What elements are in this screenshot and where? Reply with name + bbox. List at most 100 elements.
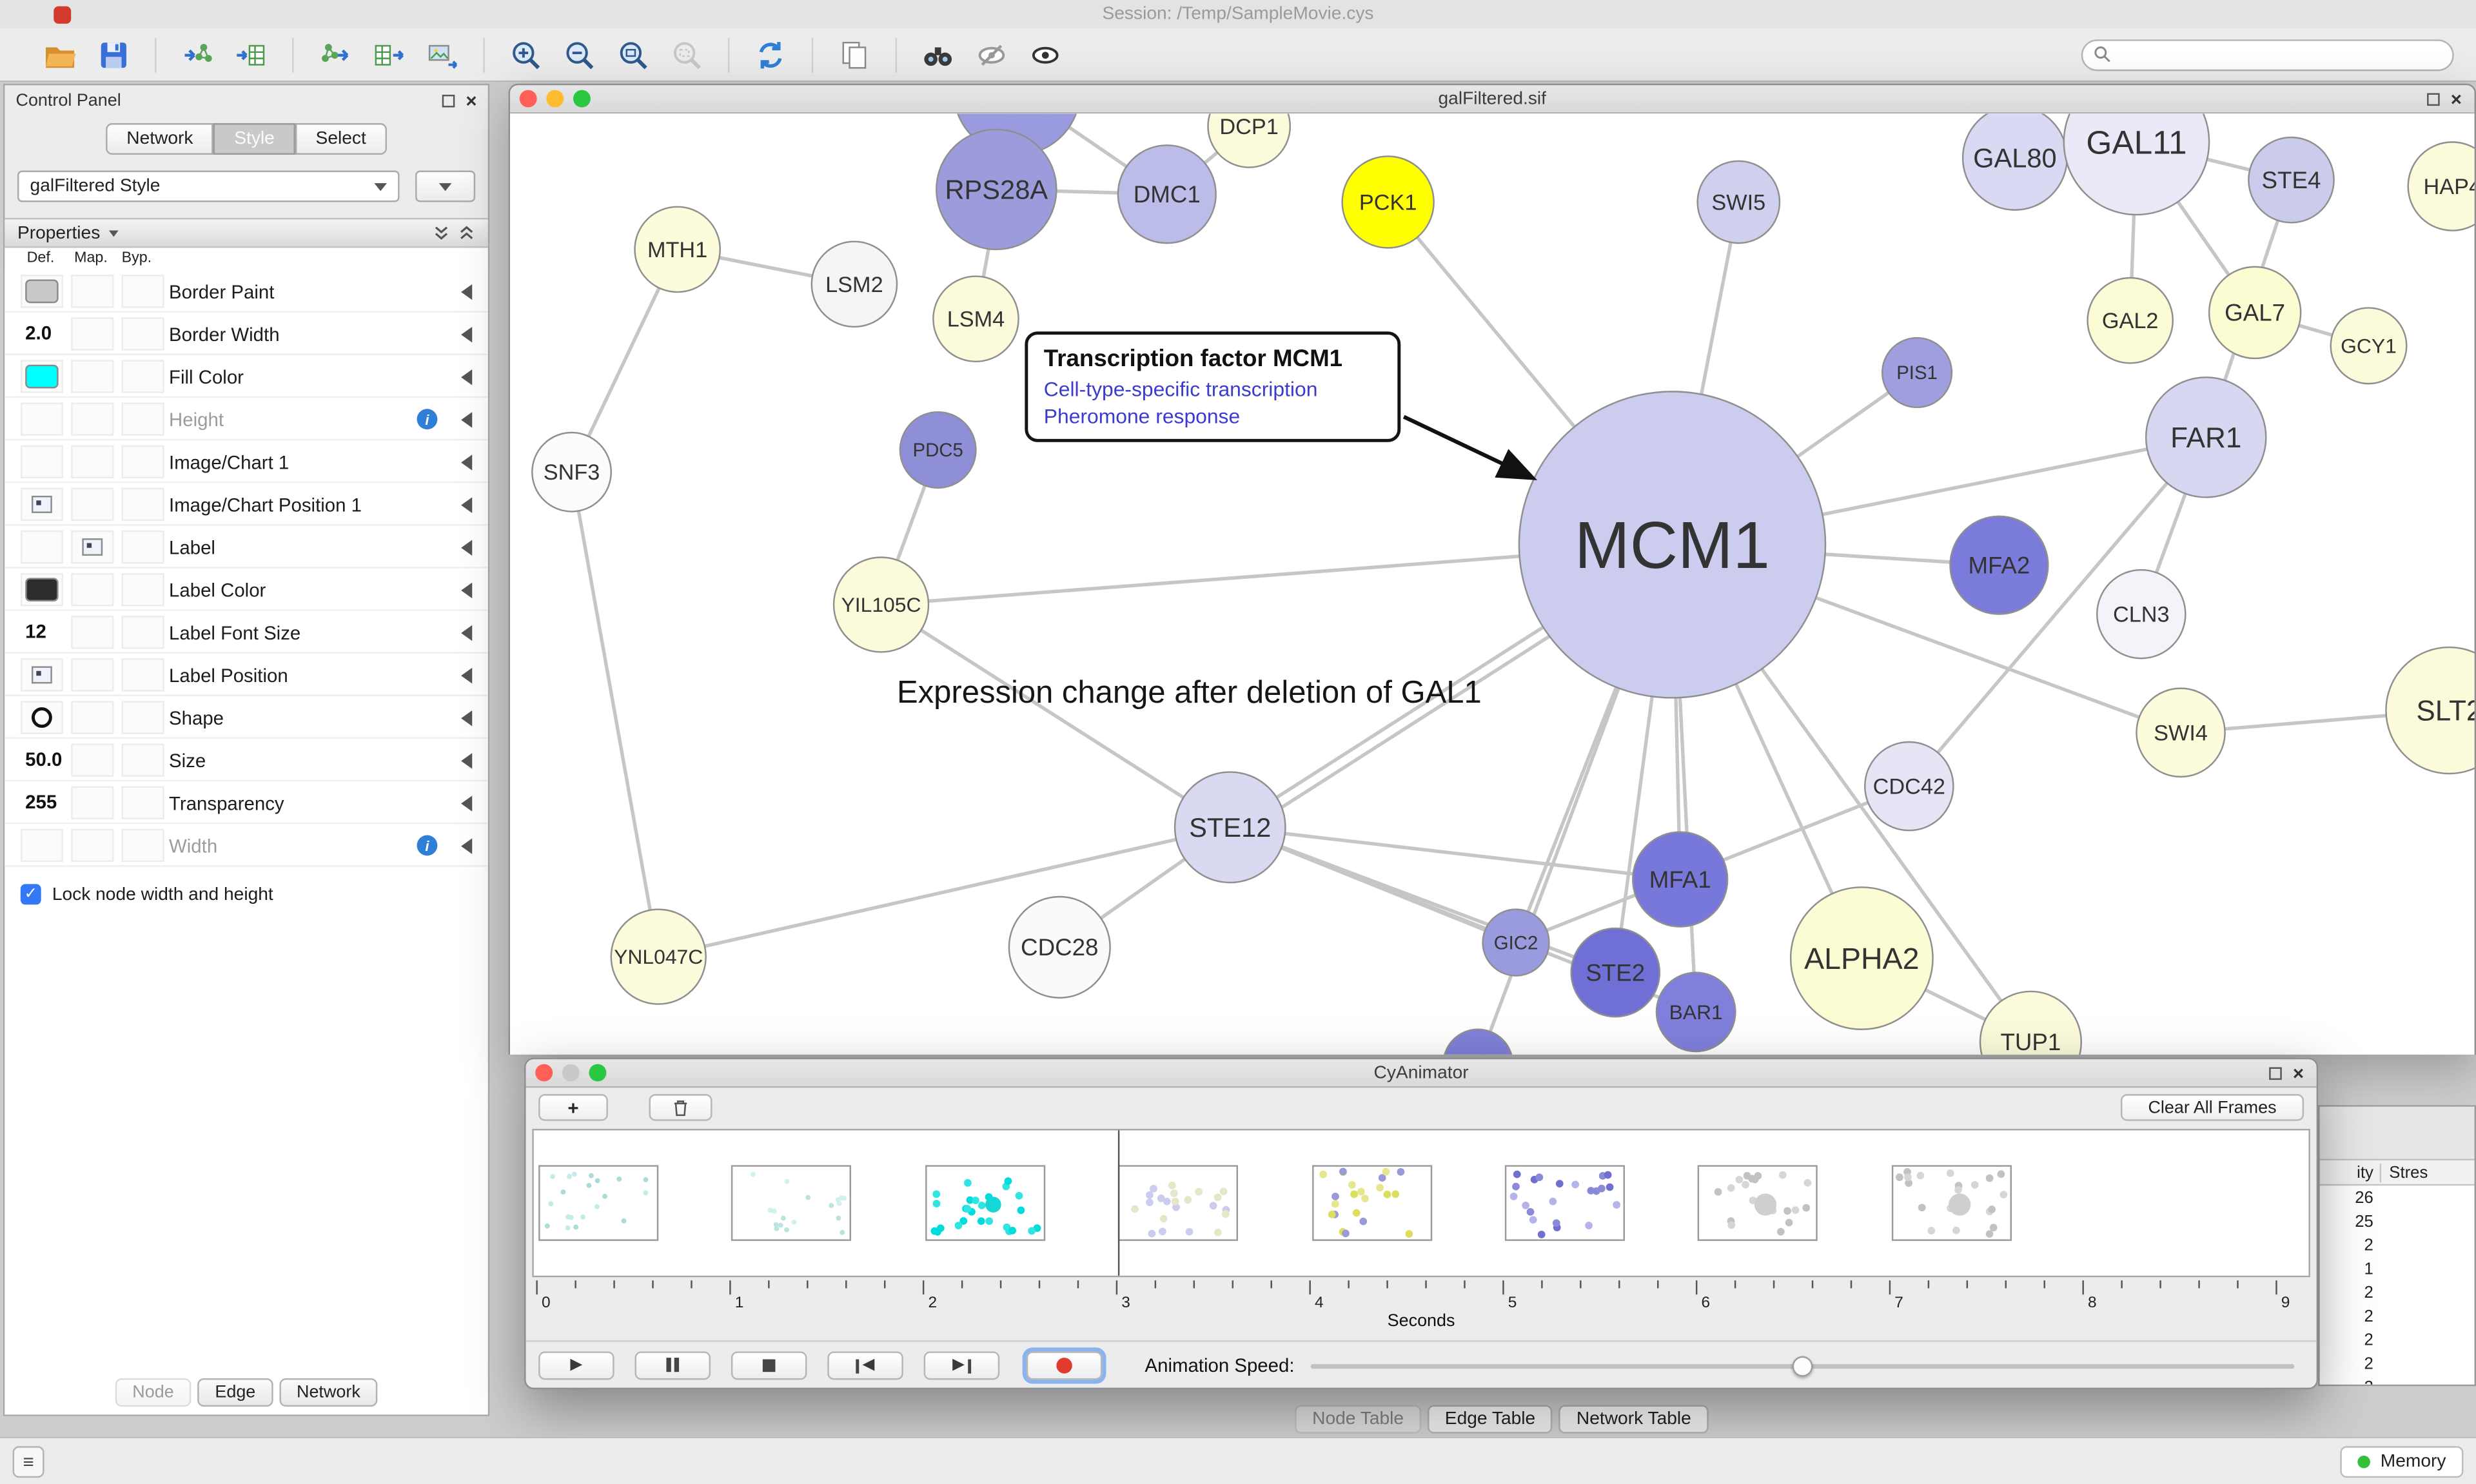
network-node-DCP1[interactable] <box>1207 113 1292 168</box>
expand-property-icon[interactable] <box>461 710 473 727</box>
bypass-cell[interactable] <box>121 275 164 308</box>
network-node-LSM4[interactable] <box>932 275 1019 363</box>
zoom-fit-icon[interactable] <box>611 32 656 77</box>
next-frame-button[interactable]: ▶ <box>923 1351 1000 1380</box>
zoom-out-icon[interactable] <box>557 32 602 77</box>
network-edge[interactable] <box>1230 825 1681 881</box>
style-property-row[interactable]: Image/Chart Position 1 <box>5 483 488 526</box>
network-node-CDC28[interactable] <box>1008 895 1111 999</box>
network-node-CLN3[interactable] <box>2096 569 2186 659</box>
tab-edge-table[interactable]: Edge Table <box>1427 1405 1553 1434</box>
zoom-window-icon[interactable] <box>573 90 591 108</box>
hide-eye-icon[interactable] <box>970 32 1014 77</box>
network-node-BOT[interactable] <box>1443 1028 1513 1055</box>
close-window-icon[interactable] <box>535 1064 553 1082</box>
style-property-row[interactable]: Image/Chart 1 <box>5 440 488 483</box>
mapping-cell[interactable] <box>71 530 114 564</box>
binoculars-icon[interactable] <box>916 32 960 77</box>
network-node-GCY1[interactable] <box>2330 307 2408 385</box>
network-edge[interactable] <box>569 471 660 957</box>
mapping-cell[interactable] <box>71 743 114 777</box>
table-row[interactable]: 2 <box>2320 1280 2475 1304</box>
bypass-cell[interactable] <box>121 445 164 479</box>
pause-button[interactable] <box>634 1351 711 1380</box>
default-value-cell[interactable] <box>20 360 63 393</box>
lock-checkbox[interactable]: ✓ <box>20 884 41 905</box>
default-value-cell[interactable] <box>20 701 63 734</box>
expand-property-icon[interactable] <box>461 412 473 428</box>
table-row[interactable]: 2 <box>2320 1233 2475 1257</box>
network-node-STE4[interactable] <box>2248 136 2335 224</box>
add-frame-button[interactable]: + <box>538 1094 608 1121</box>
mapping-cell[interactable] <box>71 275 114 308</box>
table-row[interactable]: 25 <box>2320 1209 2475 1233</box>
network-node-SWI5[interactable] <box>1696 160 1781 244</box>
bypass-cell[interactable] <box>121 743 164 777</box>
network-node-HAP4[interactable] <box>2407 141 2475 231</box>
network-node-GIC2[interactable] <box>1482 908 1550 977</box>
table-row[interactable]: 26 <box>2320 1186 2475 1209</box>
annotation-link[interactable]: Pheromone response <box>1043 404 1241 428</box>
float-window-icon[interactable] <box>2269 1066 2282 1079</box>
expand-all-icon[interactable] <box>433 224 450 242</box>
bypass-cell[interactable] <box>121 317 164 351</box>
network-node-SWI4[interactable] <box>2136 687 2226 778</box>
table-row[interactable]: 1 <box>2320 1256 2475 1280</box>
close-panel-icon[interactable]: × <box>466 90 477 112</box>
zoom-selected-icon[interactable] <box>665 32 709 77</box>
refresh-icon[interactable] <box>749 32 793 77</box>
default-value-cell[interactable] <box>20 445 63 479</box>
style-property-row[interactable]: Border Paint <box>5 269 488 313</box>
network-node-PIS1[interactable] <box>1881 337 1953 409</box>
expand-property-icon[interactable] <box>461 326 473 343</box>
expand-property-icon[interactable] <box>461 753 473 769</box>
column-header[interactable]: Stres <box>2379 1162 2475 1182</box>
bypass-cell[interactable] <box>121 530 164 564</box>
tab-style[interactable]: Style <box>213 123 295 155</box>
annotation-link[interactable]: Cell-type-specific transcription <box>1043 377 1318 402</box>
network-edge[interactable] <box>658 825 1231 959</box>
stop-button[interactable] <box>731 1351 807 1380</box>
default-value-cell[interactable] <box>20 275 63 308</box>
network-node-GAL2[interactable] <box>2087 277 2174 364</box>
network-edge[interactable] <box>880 603 1232 829</box>
table-row[interactable]: 2 <box>2320 1304 2475 1328</box>
expand-property-icon[interactable] <box>461 582 473 599</box>
close-view-icon[interactable]: × <box>2450 87 2462 110</box>
style-options-button[interactable] <box>415 170 476 202</box>
network-node-YNL047C[interactable] <box>610 908 707 1005</box>
network-node-PCK1[interactable] <box>1341 155 1435 249</box>
network-node-GAL11[interactable] <box>2063 113 2210 216</box>
tab-node-table[interactable]: Node Table <box>1295 1405 1422 1434</box>
network-node-YIL105C[interactable] <box>832 556 930 653</box>
style-property-row[interactable]: Fill Color <box>5 355 488 398</box>
mapping-cell[interactable] <box>71 786 114 820</box>
copy-icon[interactable] <box>832 32 877 77</box>
slider-thumb[interactable] <box>1792 1356 1813 1377</box>
mapping-cell[interactable] <box>71 402 114 436</box>
mapping-cell[interactable] <box>71 701 114 734</box>
network-node-RPS28A[interactable] <box>936 128 1057 251</box>
default-value-cell[interactable] <box>20 828 63 863</box>
network-node-PDC5[interactable] <box>899 411 977 489</box>
expand-property-icon[interactable] <box>461 369 473 386</box>
float-window-icon[interactable] <box>2427 92 2440 105</box>
style-property-row[interactable]: Label <box>5 525 488 569</box>
network-node-MTH1[interactable] <box>634 206 721 293</box>
bypass-cell[interactable] <box>121 572 164 607</box>
search-input[interactable] <box>2081 39 2454 70</box>
default-value-cell[interactable] <box>20 572 63 607</box>
delete-frame-button[interactable] <box>649 1094 712 1121</box>
timeline[interactable] <box>532 1129 2310 1278</box>
network-node-SLT2[interactable] <box>2385 646 2475 775</box>
network-edge[interactable] <box>1907 436 2208 788</box>
network-window-titlebar[interactable]: galFiltered.sif × <box>510 85 2475 114</box>
animation-speed-slider[interactable] <box>1310 1351 2295 1380</box>
default-value-cell[interactable] <box>20 402 63 436</box>
expand-property-icon[interactable] <box>461 796 473 812</box>
export-table-icon[interactable] <box>366 32 411 77</box>
zoom-window-icon[interactable] <box>589 1064 607 1082</box>
close-view-icon[interactable]: × <box>2292 1061 2304 1084</box>
